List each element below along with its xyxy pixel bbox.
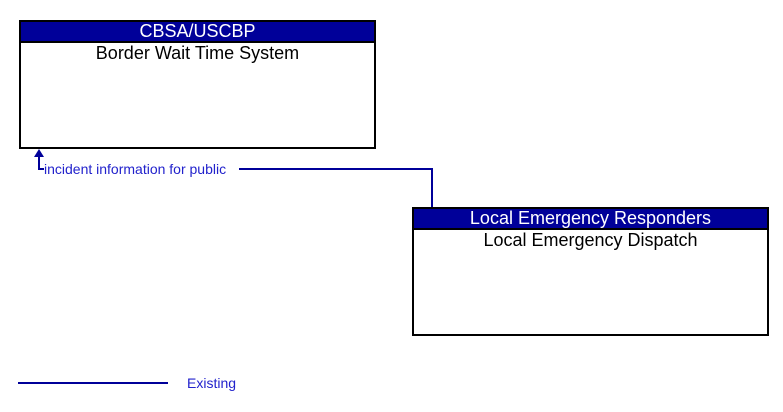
entity-title: Border Wait Time System	[95, 43, 300, 63]
entity-header: Local Emergency Responders	[414, 209, 767, 230]
entity-box-local-emergency-responders[interactable]: Local Emergency Responders Local Emergen…	[412, 207, 769, 336]
legend-label-existing: Existing	[187, 375, 237, 391]
flow-line-foot	[38, 168, 44, 170]
flow-line-horizontal	[239, 168, 433, 170]
entity-header: CBSA/USCBP	[21, 22, 374, 43]
flow-label[interactable]: incident information for public	[44, 161, 227, 177]
arrow-up-icon	[34, 149, 44, 157]
legend-line-existing	[18, 382, 168, 384]
flow-line-arrow-shaft	[38, 155, 40, 170]
entity-title: Local Emergency Dispatch	[483, 230, 698, 250]
entity-box-cbsa-uscbp[interactable]: CBSA/USCBP Border Wait Time System	[19, 20, 376, 149]
flow-line-vertical	[431, 168, 433, 207]
